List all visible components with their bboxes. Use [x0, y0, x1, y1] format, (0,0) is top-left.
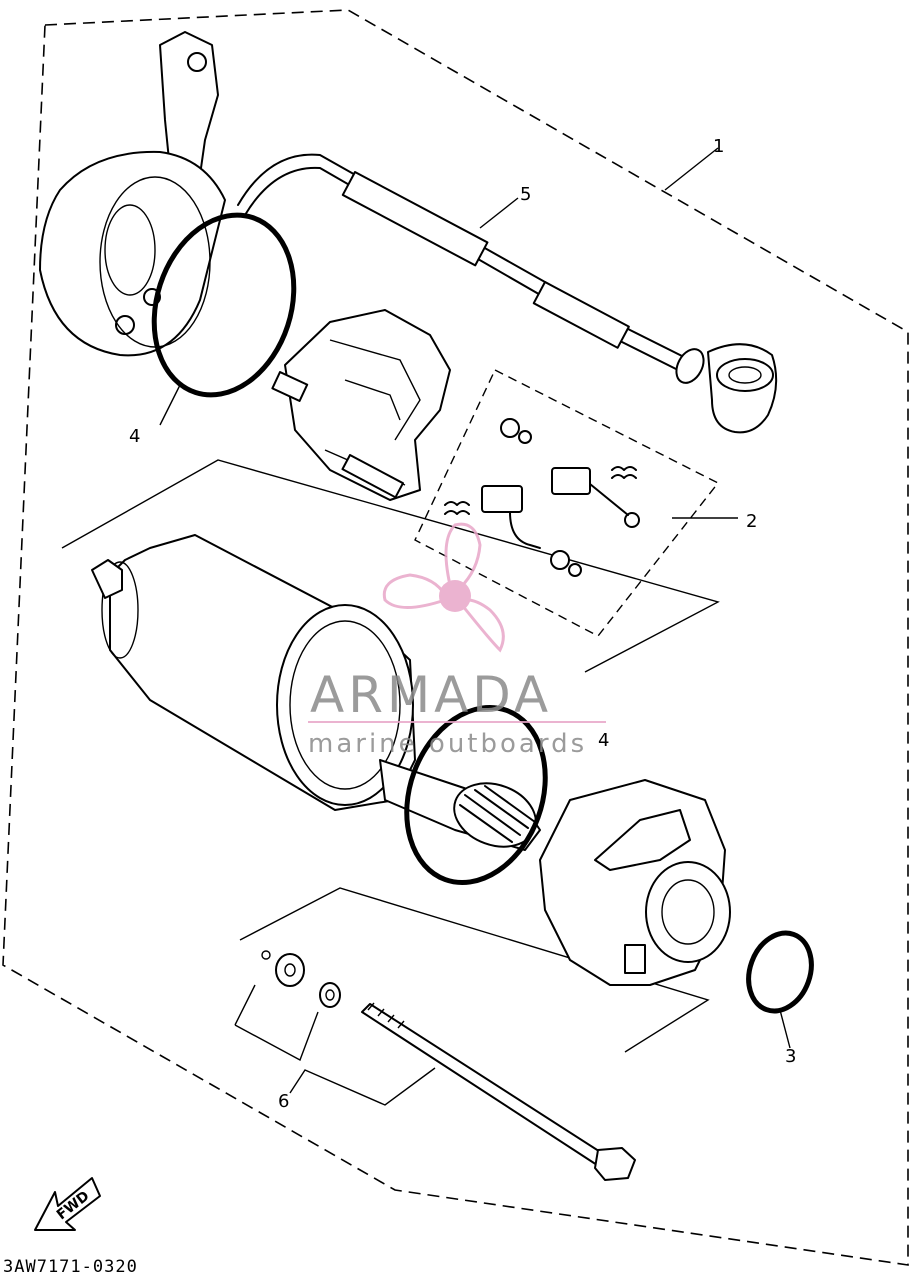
propeller-icon — [382, 522, 505, 653]
callout-3: 3 — [785, 1046, 796, 1067]
callout-4-front: 4 — [598, 730, 609, 751]
callout-5: 5 — [520, 184, 531, 205]
front-cover — [539, 779, 731, 986]
watermark-logo: ARMADA marine outboards — [308, 522, 606, 759]
through-bolt — [361, 1002, 636, 1181]
drawing-code: 3AW7171-0320 — [3, 1257, 138, 1276]
watermark-tagline: marine outboards — [308, 729, 587, 759]
watermark-brand: ARMADA — [310, 666, 552, 724]
rear-cover — [39, 31, 226, 357]
washer-set — [261, 950, 341, 1008]
brush-holder — [271, 309, 451, 501]
o-ring-small — [746, 930, 814, 1014]
yoke-armature — [91, 534, 541, 851]
callout-1: 1 — [713, 136, 724, 157]
o-ring-rear — [151, 212, 297, 398]
brush-kit-boundary — [414, 369, 720, 637]
callout-leaders — [159, 147, 791, 1106]
lead-wire — [237, 153, 778, 434]
o-ring-front — [404, 704, 548, 886]
fwd-arrow: FWD — [34, 1177, 101, 1231]
washer-group-outline — [239, 887, 710, 1053]
brush-kit-parts — [444, 418, 640, 577]
armature-group-outline — [61, 459, 720, 673]
assembly-boundary — [2, 9, 909, 1266]
callout-4-rear: 4 — [129, 426, 140, 447]
callout-6: 6 — [278, 1091, 289, 1112]
callout-2: 2 — [746, 511, 757, 532]
